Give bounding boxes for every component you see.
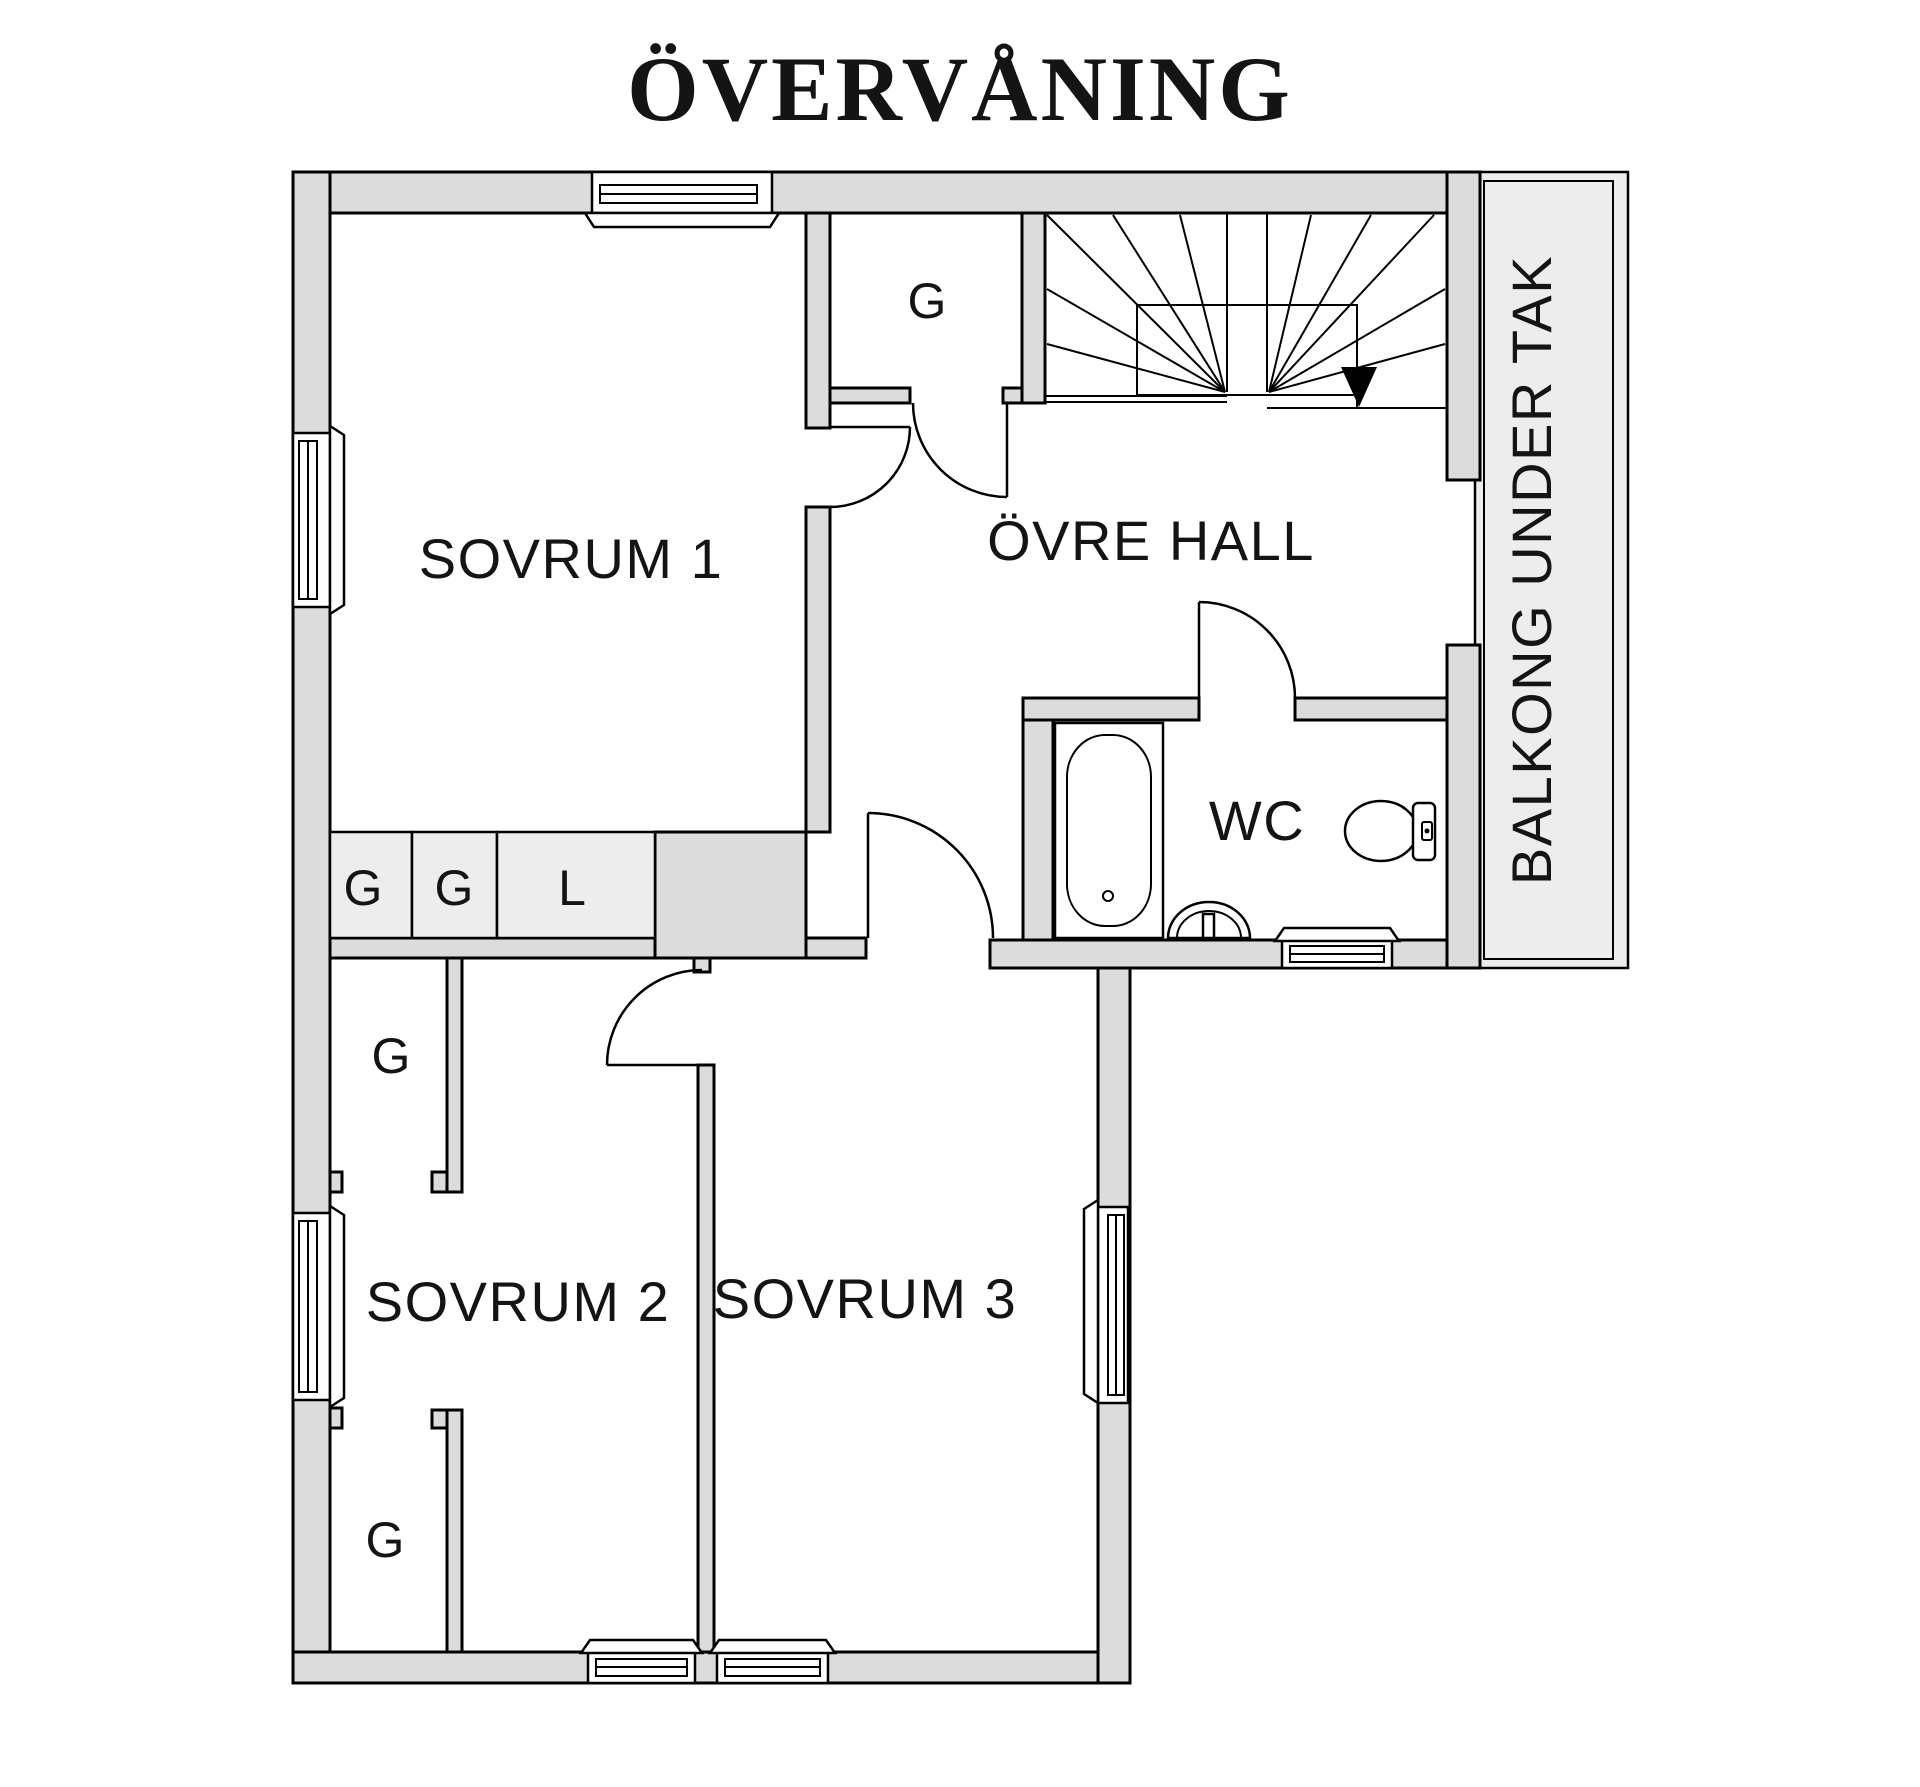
window-sovrum3-bottom [707,1638,838,1685]
room-labels: SOVRUM 1 ÖVRE HALL WC SOVRUM 2 SOVRUM 3 … [366,255,1563,1333]
window-sovrum2-bottom [578,1638,705,1685]
wall-closet-stair-divider [1020,211,1047,405]
closet-label-l: L [558,860,586,916]
stair-landing [1136,304,1358,396]
walls [291,170,1482,1685]
closet-label-g2: G [435,860,474,916]
closet-label-g1: G [344,860,383,916]
wall-left-stub-a [328,1170,344,1194]
wall-sovrum1-hall-b [804,505,832,834]
door-hall-to-corridor [866,811,995,939]
window-sovrum1-left [291,423,346,617]
wall-s2-gdivider-upper-notch [430,1170,449,1194]
wall-closet-bottom-left [828,386,912,405]
wall-s2-gdivider-upper [445,956,464,1194]
closet-label-g-sovrum2-upper: G [372,1028,411,1084]
wall-left-stub-b [328,1406,344,1430]
wall-bottom [291,1650,1132,1685]
wall-wc-left [1021,696,1055,942]
balcony-inner-border [1483,180,1614,960]
closet-row [328,830,657,940]
wall-right-upper-b [1445,643,1482,970]
window-sovrum3-right [1082,1197,1130,1406]
wall-right-upper-a [1445,170,1482,482]
balcony-outer [1473,170,1630,970]
closet-labels: G G G L G G [344,273,947,1568]
bathtub-icon [1053,721,1165,940]
page-title: ÖVERVÅNING [627,38,1293,140]
windows [291,170,1402,1685]
wall-step-under-wc [988,938,1482,970]
balcony [1473,170,1630,970]
room-label-sovrum3: SOVRUM 3 [713,1267,1018,1330]
wall-s2-gdivider-lower-notch [430,1408,449,1430]
wall-closet-bottom-right [1001,386,1024,405]
wc-fixtures [1053,721,1437,940]
closet-label-g-top: G [908,273,947,329]
closet-label-g-sovrum2-lower: G [366,1512,405,1568]
wall-s2-gdivider-lower [445,1408,464,1654]
toilet-icon [1343,799,1437,863]
washbasin-icon [1166,900,1252,940]
window-sovrum2-left [291,1203,346,1410]
room-label-sovrum1: SOVRUM 1 [419,527,724,590]
room-label-ovre-hall: ÖVRE HALL [987,509,1315,572]
wall-closet-block [653,830,808,960]
room-label-wc: WC [1209,789,1305,852]
room-label-balkong: BALKONG UNDER TAK [1500,255,1563,885]
staircase [1045,213,1447,409]
wall-wc-top-b [1293,696,1449,722]
wall-door-stub [692,956,712,974]
wall-partition-sovrum2-3 [696,1063,716,1654]
wall-sovrum1-hall-a [804,211,832,430]
door-sovrum2 [605,968,703,1067]
doors [605,402,1297,1067]
door-sovrum1 [829,425,912,509]
room-label-sovrum2: SOVRUM 2 [366,1270,671,1333]
wall-wc-top-a [1021,696,1201,722]
door-closet-g [911,402,1009,499]
wall-top [291,170,1477,215]
wall-left [291,170,332,1685]
stair-direction-arrow-icon [1341,367,1377,407]
closet-g1-box [328,830,414,940]
stair-treads-left [1046,214,1226,393]
door-wc [1197,600,1297,699]
window-wc-bottom [1272,926,1402,970]
window-sovrum1-top [582,170,782,229]
closet-l-box [495,830,657,940]
